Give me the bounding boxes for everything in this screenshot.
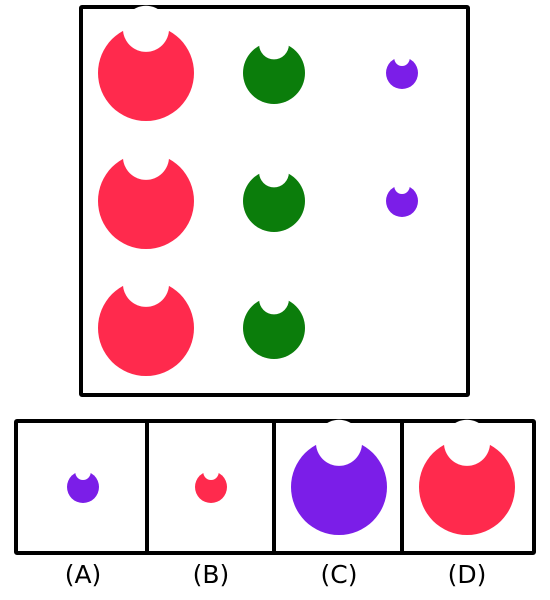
- cut-circle-body: [386, 185, 418, 217]
- cut-circle-body: [98, 25, 194, 121]
- grid-cell-r3-c2-shape: [243, 284, 305, 359]
- cut-circle-notch: [75, 464, 91, 480]
- option-d-shape[interactable]: [417, 419, 517, 537]
- grid-cell-r1-c1-shape: [98, 5, 194, 121]
- cut-circle-notch: [259, 284, 289, 315]
- cut-circle-body: [98, 280, 194, 376]
- cut-circle-body: [98, 153, 194, 249]
- cut-circle-body: [386, 57, 418, 89]
- grid-cell-r1-c2-shape: [243, 29, 305, 104]
- grid-cell-r3-c1-shape: [98, 260, 194, 376]
- grid-cell-r2-c2-shape: [243, 157, 305, 232]
- cut-circle-body: [419, 439, 515, 535]
- cut-circle-notch: [394, 178, 410, 194]
- cut-circle-notch: [203, 464, 219, 480]
- cut-circle-body: [243, 297, 305, 359]
- option-c-shape[interactable]: [289, 419, 389, 537]
- cut-circle-body: [195, 471, 227, 503]
- cut-circle-notch: [122, 260, 170, 307]
- grid-cell-r1-c3-shape: [386, 50, 418, 89]
- cut-circle-notch: [315, 419, 363, 466]
- cut-circle-notch: [122, 5, 170, 52]
- option-divider: [145, 423, 149, 551]
- option-b-label[interactable]: (B): [192, 560, 230, 589]
- option-a-shape[interactable]: [65, 464, 101, 505]
- option-divider: [400, 423, 404, 551]
- cut-circle-body: [243, 42, 305, 104]
- grid-cell-r2-c3-shape: [386, 178, 418, 217]
- cut-circle-notch: [259, 157, 289, 188]
- option-b-shape[interactable]: [193, 464, 229, 505]
- cut-circle-body: [291, 439, 387, 535]
- option-divider: [272, 423, 276, 551]
- option-a-label[interactable]: (A): [64, 560, 102, 589]
- option-c-label[interactable]: (C): [320, 560, 358, 589]
- cut-circle-notch: [443, 419, 491, 466]
- cut-circle-notch: [394, 50, 410, 66]
- cut-circle-body: [243, 170, 305, 232]
- cut-circle-notch: [122, 133, 170, 180]
- cut-circle-notch: [259, 29, 289, 60]
- grid-cell-r2-c1-shape: [98, 133, 194, 249]
- cut-circle-body: [67, 471, 99, 503]
- option-d-label[interactable]: (D): [447, 560, 487, 589]
